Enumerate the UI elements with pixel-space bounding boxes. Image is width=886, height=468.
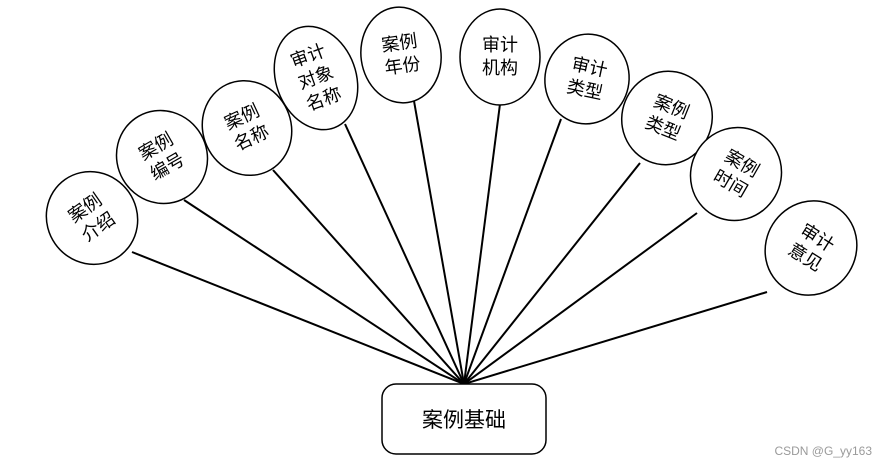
attribute-ellipse [764,200,858,296]
connector-lines [131,100,768,385]
attribute-ellipse [115,109,209,205]
attribute-ellipse [620,70,714,166]
connector-line [131,251,465,385]
connector-line [463,212,698,385]
connector-line [463,162,641,385]
connector-line [463,103,501,385]
watermark: CSDN @G_yy163 [774,444,872,458]
attribute-ellipse [360,6,442,104]
connector-line [272,169,465,385]
connector-line [463,291,768,385]
attribute-ellipse [273,25,359,131]
attribute-label: 机构 [482,58,518,79]
connector-line [183,199,465,385]
attribute-group: 案例介绍案例编号案例名称审计对象名称案例年份审计机构审计类型案例类型案例时间审计… [28,2,874,312]
connector-line [413,100,465,385]
entity-box[interactable]: 案例基础 [381,383,547,455]
attribute-ellipse [201,79,293,177]
attribute-ellipse [459,8,541,106]
attribute-label: 案例 [380,31,419,57]
attribute-ellipse [689,126,783,222]
attribute-ellipse [544,33,630,125]
connector-line [463,118,562,385]
attribute-label: 年份 [383,53,422,79]
connector-line [344,123,465,385]
entity-label: 案例基础 [422,408,506,432]
attribute-label: 审计 [482,35,518,56]
